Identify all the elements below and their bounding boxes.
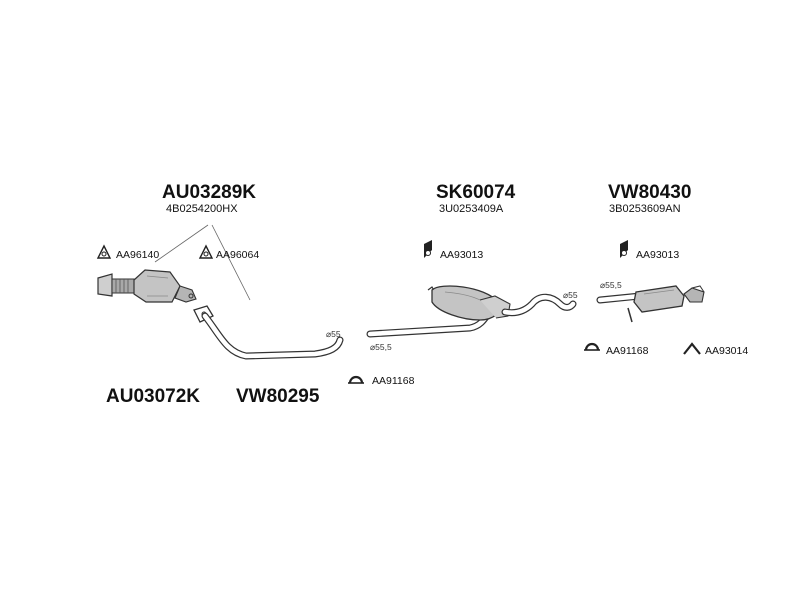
gasket-icon[interactable] <box>96 244 112 259</box>
part-number-front-pipe-alt[interactable]: VW80295 <box>236 386 320 407</box>
part-number-front-pipe[interactable]: AU03072K <box>106 386 200 407</box>
diameter-symbol: ⌀ <box>370 342 376 352</box>
clamp-icon[interactable] <box>584 342 600 351</box>
diameter-symbol: ⌀ <box>326 329 332 339</box>
rear-silencer-part[interactable] <box>596 285 705 323</box>
gasket-icon[interactable] <box>198 244 214 259</box>
accessory-clamp-rear[interactable]: AA91168 <box>606 345 649 357</box>
middle-silencer-part[interactable] <box>366 285 577 338</box>
clamp-icon[interactable] <box>348 375 364 384</box>
front-pipe-part[interactable] <box>193 305 344 360</box>
accessory-gasket-2[interactable]: AA96064 <box>216 249 260 261</box>
diameter-value: 55,5 <box>605 280 622 290</box>
diameter-middle-outlet: ⌀55 <box>563 291 578 300</box>
accessory-bracket-rear[interactable]: AA93014 <box>705 345 749 357</box>
diameter-rear-inlet: ⌀55,5 <box>600 281 622 290</box>
leader-line-front-pipe <box>211 224 251 301</box>
diameter-symbol: ⌀ <box>563 290 569 300</box>
oe-number-middle-silencer: 3U0253409A <box>439 203 504 215</box>
diameter-value: 55,5 <box>375 342 392 352</box>
leader-line-catalytic <box>154 224 209 263</box>
oe-number-rear-silencer: 3B0253609AN <box>609 203 681 215</box>
part-number-rear-silencer[interactable]: VW80430 <box>608 182 692 203</box>
accessory-clamp-front[interactable]: AA91168 <box>372 375 415 387</box>
part-number-middle-silencer[interactable]: SK60074 <box>436 182 516 203</box>
accessory-gasket-1[interactable]: AA96140 <box>116 249 160 261</box>
accessory-hanger-middle[interactable]: AA93013 <box>440 249 484 261</box>
hanger-icon[interactable] <box>424 240 432 258</box>
diameter-front-pipe-end: ⌀55 <box>326 330 341 339</box>
diameter-symbol: ⌀ <box>600 280 606 290</box>
diameter-value: 55 <box>568 290 578 300</box>
accessory-hanger-rear[interactable]: AA93013 <box>636 249 680 261</box>
catalytic-converter-part[interactable] <box>97 269 197 303</box>
part-number-catalytic[interactable]: AU03289K <box>162 182 256 203</box>
diameter-middle-inlet: ⌀55,5 <box>370 343 392 352</box>
hanger-icon[interactable] <box>620 240 628 258</box>
diameter-value: 55 <box>331 329 341 339</box>
bracket-icon[interactable] <box>683 342 701 355</box>
oe-number-catalytic: 4B0254200HX <box>166 203 238 215</box>
